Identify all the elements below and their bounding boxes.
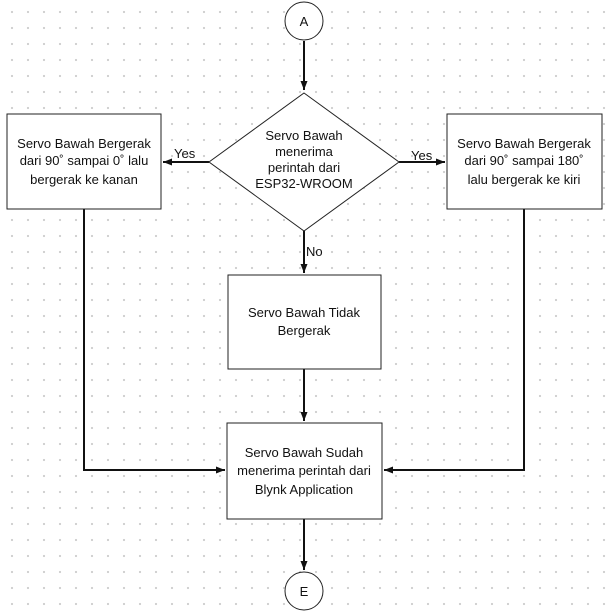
process-bottom-line-3: Blynk Application: [255, 482, 353, 497]
process-middle-line-1: Servo Bawah Tidak: [248, 305, 361, 320]
process-middle-line-2: Bergerak: [278, 323, 331, 338]
edge-label-no: No: [306, 244, 323, 259]
process-right-line-3: lalu bergerak ke kiri: [468, 172, 581, 187]
start-connector: A: [284, 1, 324, 41]
process-left-line-1: Servo Bawah Bergerak: [17, 136, 151, 151]
end-connector: E: [284, 571, 324, 611]
edge-left-to-bottom: [83, 209, 225, 474]
edge-right-to-bottom: [384, 209, 525, 474]
process-right-line-1: Servo Bawah Bergerak: [457, 136, 591, 151]
process-bottom-line-2: menerima perintah dari: [237, 463, 371, 478]
process-box-bottom: Servo Bawah Sudah menerima perintah dari…: [226, 422, 383, 520]
decision-line-3: perintah dari: [268, 160, 340, 175]
edge-label-yes-left: Yes: [174, 146, 196, 161]
decision-diamond: Servo Bawah menerima perintah dari ESP32…: [208, 92, 400, 232]
end-connector-label: E: [300, 584, 309, 599]
decision-line-1: Servo Bawah: [265, 128, 342, 143]
process-box-right: Servo Bawah Bergerak dari 90˚ sampai 180…: [446, 113, 603, 210]
edge-label-yes-right: Yes: [411, 148, 433, 163]
process-box-middle: Servo Bawah Tidak Bergerak: [227, 274, 382, 370]
start-connector-label: A: [300, 14, 309, 29]
process-left-line-2: dari 90˚ sampai 0˚ lalu: [20, 153, 149, 168]
process-bottom-line-1: Servo Bawah Sudah: [245, 445, 364, 460]
decision-line-2: menerima: [275, 144, 334, 159]
process-box-left: Servo Bawah Bergerak dari 90˚ sampai 0˚ …: [6, 113, 162, 210]
process-right-line-2: dari 90˚ sampai 180˚: [464, 153, 583, 168]
decision-line-4: ESP32-WROOM: [255, 176, 353, 191]
process-left-line-3: bergerak ke kanan: [30, 172, 138, 187]
